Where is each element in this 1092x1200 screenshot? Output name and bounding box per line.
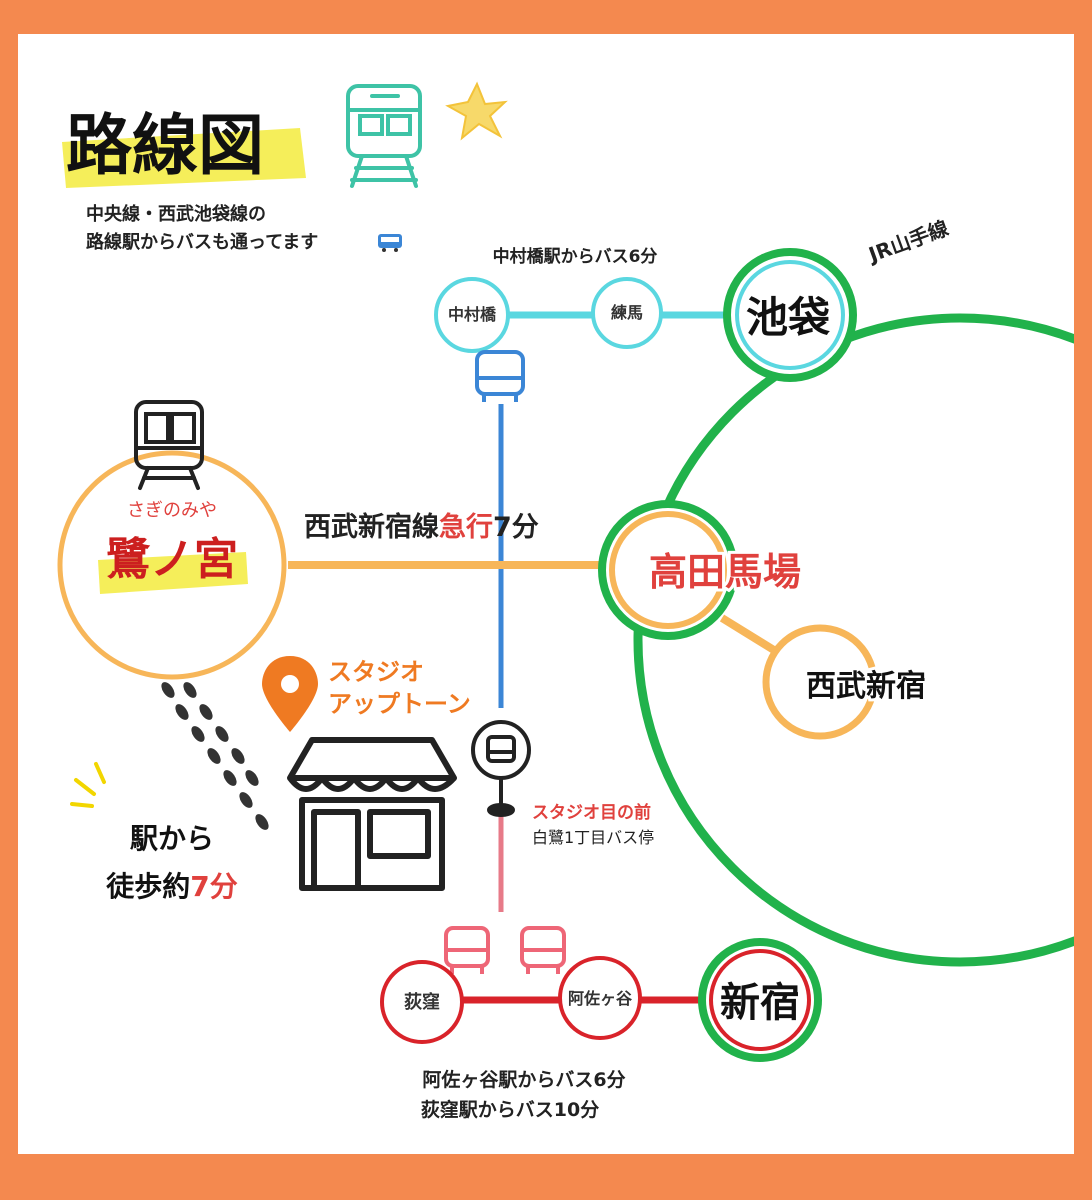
bus-south-label-line-1: 阿佐ヶ谷駅からバス6分 (422, 1068, 625, 1091)
studio-shop-icon (287, 737, 457, 891)
station-asagaya-label: 阿佐ヶ谷 (568, 989, 633, 1008)
yamanote-line-label: JR山手線 (864, 216, 952, 268)
seibu-line-label: 西武新宿線急行7分 (304, 511, 539, 543)
station-saginomiya-reading: さぎのみや (127, 500, 217, 521)
title-highlight (62, 128, 306, 188)
sparkle-star-icon (445, 81, 508, 141)
train-icon (134, 400, 204, 490)
bus-blue-icon (475, 350, 525, 402)
bus-pink-icon-left (444, 926, 490, 974)
studio-name-line-1: スタジオ (328, 658, 424, 686)
yamanote-line (633, 313, 1074, 967)
subtitle-line-2: 路線駅からバスも通ってます (86, 231, 318, 253)
train-header-icon (346, 84, 422, 188)
bus-pink-icon-right (520, 926, 566, 974)
station-ogikubo-label: 荻窪 (404, 991, 440, 1013)
station-nerima-label: 練馬 (611, 303, 643, 322)
bus-stop-icon (471, 720, 531, 817)
station-nerima-circle (591, 277, 663, 349)
footprints-icon (161, 682, 269, 830)
location-pin-icon (262, 656, 318, 732)
station-ikebukuro-outer-circle (723, 248, 857, 382)
studio-name-line-2: アップトーン (328, 690, 471, 718)
station-saginomiya-label: 鷺ノ宮 (106, 534, 238, 585)
bus-stop-name: 白鷺1丁目バス停 (532, 828, 654, 847)
saginomiya-highlight (98, 552, 248, 594)
station-shinjuku-outer-circle (698, 938, 822, 1062)
bus-north-label: 中村橋駅からバス6分 (493, 246, 658, 267)
station-ikebukuro-inner-circle (735, 260, 845, 370)
station-seibu-shinjuku-label: 西武新宿 (806, 669, 926, 704)
station-shinjuku-inner-circle (709, 949, 811, 1051)
small-bus-icon (378, 234, 402, 252)
station-shinjuku-label: 新宿 (720, 980, 800, 1026)
station-ikebukuro-label: 池袋 (746, 293, 830, 342)
station-takadanobaba-label: 高田馬場 (649, 550, 801, 594)
station-takadanobaba-outer-circle (598, 500, 738, 640)
station-seibu-shinjuku-circle (762, 624, 878, 740)
page-title: 路線図 (66, 107, 264, 184)
station-nakamurabashi-label: 中村橋 (448, 305, 497, 324)
station-takadanobaba-inner-circle (609, 511, 727, 629)
bus-south-label-line-2: 荻窪駅からバス10分 (421, 1098, 599, 1121)
emphasis-burst-icon (70, 762, 106, 808)
subtitle-line-1: 中央線・西武池袋線の (86, 203, 266, 225)
walk-text-line-1: 駅から (130, 822, 214, 855)
station-nakamurabashi-circle (434, 277, 510, 353)
station-ogikubo-circle (380, 960, 464, 1044)
walk-text-line-2: 徒歩約7分 (105, 870, 238, 903)
station-asagaya-circle (558, 956, 642, 1040)
bus-stop-note: スタジオ目の前 (532, 802, 651, 823)
